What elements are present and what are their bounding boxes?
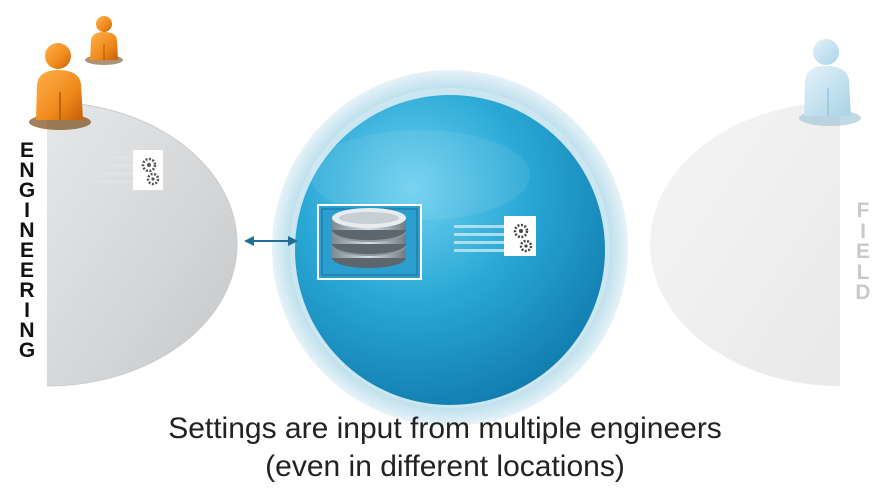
label-letter: L (856, 260, 870, 284)
central-sphere (295, 95, 605, 405)
label-letter: N (19, 159, 35, 182)
label-letter: E (855, 240, 870, 263)
bidirectional-arrow-icon (244, 236, 298, 246)
caption-line-2: (even in different locations) (265, 450, 625, 483)
engineering-half-disc (47, 102, 237, 386)
label-letter: F (856, 199, 870, 222)
settings-document-icon (78, 150, 163, 190)
label-letter: E (19, 139, 34, 162)
label-letter: I (24, 199, 30, 222)
label-letter: R (19, 279, 35, 302)
label-letter: E (19, 239, 34, 262)
label-letter: N (19, 319, 35, 342)
label-letter: G (18, 179, 36, 202)
label-letter: G (18, 339, 36, 362)
person-icon (29, 43, 91, 130)
caption-line-1: Settings are input from multiple enginee… (168, 412, 722, 445)
field-half-disc (650, 102, 840, 386)
person-icon (799, 39, 861, 126)
label-letter: I (860, 219, 866, 243)
settings-document-icon (454, 216, 536, 256)
person-icon (85, 16, 123, 65)
label-letter: I (24, 299, 30, 322)
caption: Settings are input from multiple enginee… (0, 410, 890, 486)
database-icon (317, 204, 422, 280)
label-letter: E (19, 259, 34, 282)
label-letter: D (855, 281, 871, 304)
label-letter: N (19, 219, 35, 242)
